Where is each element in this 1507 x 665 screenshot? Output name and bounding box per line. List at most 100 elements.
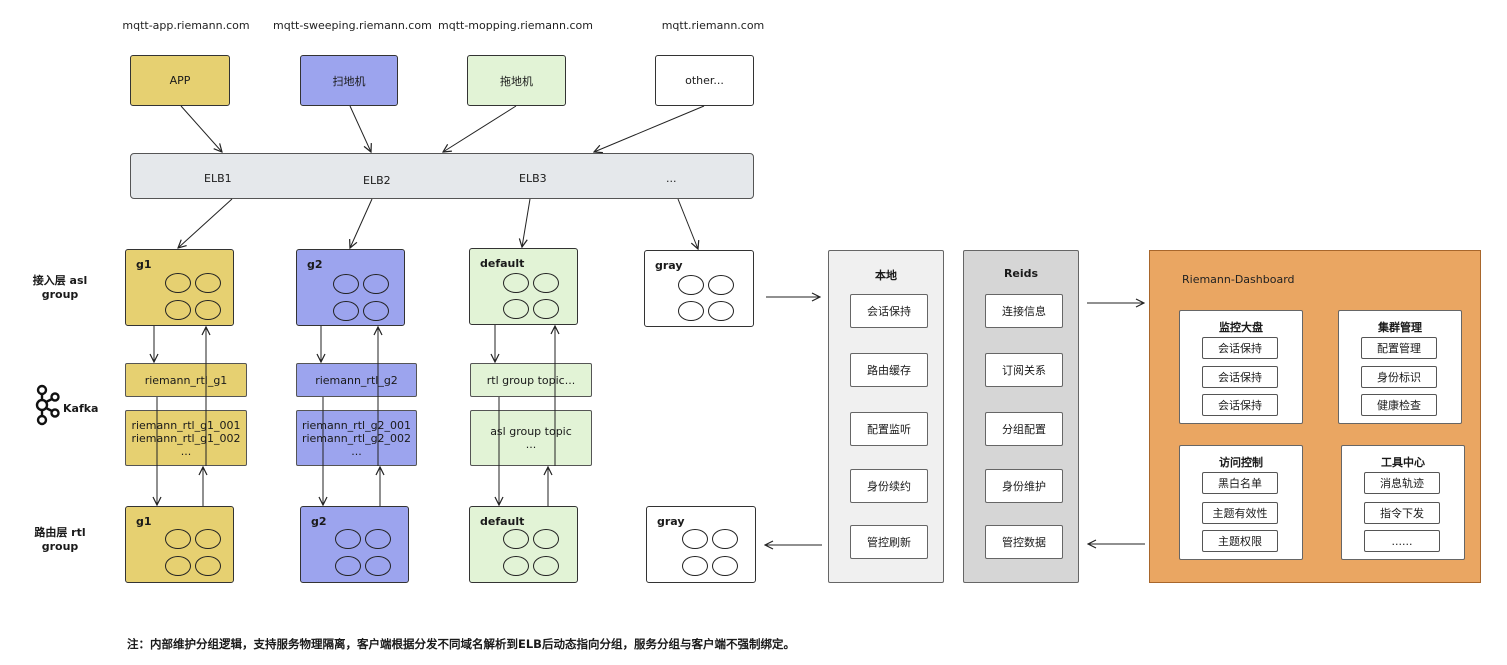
card-item: 消息轨迹 <box>1364 472 1440 494</box>
domain-label-sweeping: mqtt-sweeping.riemann.com <box>273 19 432 32</box>
topic-line: riemann_rtl_g1_002 <box>131 431 241 445</box>
routing-group-gray: gray <box>646 506 756 583</box>
riemann-dashboard: Riemann-Dashboard 监控大盘 会话保持 会话保持 会话保持 集群… <box>1149 250 1481 583</box>
topic-label: riemann_rtl_g1 <box>144 373 228 387</box>
card-item: ...... <box>1364 530 1440 552</box>
access-group-gray: gray <box>644 250 754 327</box>
instance-circle <box>533 556 559 576</box>
card-cluster: 集群管理 配置管理 身份标识 健康检查 <box>1338 310 1462 424</box>
instance-circle <box>165 300 191 320</box>
instance-circle <box>503 556 529 576</box>
card-item: 主题有效性 <box>1202 502 1278 524</box>
instance-circle <box>712 556 738 576</box>
domain-label-mopping: mqtt-mopping.riemann.com <box>438 19 593 32</box>
group-name: g2 <box>307 258 323 271</box>
panel-item: 订阅关系 <box>985 353 1063 387</box>
card-item: 黑白名单 <box>1202 472 1278 494</box>
instance-circle <box>365 529 391 549</box>
kafka-topic-list-g1: riemann_rtl_g1_001 riemann_rtl_g1_002 ..… <box>125 410 247 466</box>
kafka-topic-list-default: asl group topic ... <box>470 410 592 466</box>
card-item: 主题权限 <box>1202 530 1278 552</box>
card-item: 健康检查 <box>1361 394 1437 416</box>
group-name: default <box>480 257 525 270</box>
panel-item: 身份续约 <box>850 469 928 503</box>
card-title: 访问控制 <box>1219 456 1263 469</box>
instance-circle <box>712 529 738 549</box>
card-item: 会话保持 <box>1202 366 1278 388</box>
elb-label-3: ELB3 <box>519 172 547 185</box>
kafka-group-topic-g2: riemann_rtl_g2 <box>296 363 417 397</box>
access-group-g2: g2 <box>296 249 405 326</box>
row-label-access: 接入层 asl group <box>32 274 88 301</box>
client-label: 扫地机 <box>332 74 366 88</box>
redis-panel: Reids 连接信息 订阅关系 分组配置 身份维护 管控数据 <box>963 250 1079 583</box>
instance-circle <box>335 556 361 576</box>
card-item: 会话保持 <box>1202 394 1278 416</box>
domain-label-other: mqtt.riemann.com <box>661 19 765 32</box>
client-other: other... <box>655 55 754 106</box>
group-name: gray <box>657 515 685 528</box>
instance-circle <box>708 275 734 295</box>
kafka-topic-list-g2: riemann_rtl_g2_001 riemann_rtl_g2_002 ..… <box>296 410 417 466</box>
elb-bar <box>130 153 754 199</box>
instance-circle <box>365 556 391 576</box>
access-group-g1: g1 <box>125 249 234 326</box>
client-sweeping: 扫地机 <box>300 55 398 106</box>
card-item: 配置管理 <box>1361 337 1437 359</box>
instance-circle <box>195 556 221 576</box>
instance-circle <box>363 274 389 294</box>
arrow-elb-to-gray <box>677 198 698 249</box>
panel-title: Reids <box>1003 267 1039 280</box>
topic-line: ... <box>180 444 192 458</box>
kafka-group-topic-default: rtl group topic... <box>470 363 592 397</box>
arrow-other-to-elb <box>594 105 705 152</box>
instance-circle <box>503 529 529 549</box>
panel-item: 管控刷新 <box>850 525 928 559</box>
panel-item: 分组配置 <box>985 412 1063 446</box>
dashboard-title: Riemann-Dashboard <box>1182 273 1295 286</box>
domain-label-app: mqtt-app.riemann.com <box>122 19 250 32</box>
instance-circle <box>678 275 704 295</box>
topic-line: riemann_rtl_g2_002 <box>301 431 412 445</box>
panel-title: 本地 <box>875 269 897 282</box>
topic-line: riemann_rtl_g1_001 <box>131 418 241 432</box>
elb-label-2: ELB2 <box>363 174 391 187</box>
client-mopping: 拖地机 <box>467 55 566 106</box>
local-panel: 本地 会话保持 路由缓存 配置监听 身份续约 管控刷新 <box>828 250 944 583</box>
card-title: 监控大盘 <box>1219 321 1263 334</box>
panel-item: 管控数据 <box>985 525 1063 559</box>
card-item: 身份标识 <box>1361 366 1437 388</box>
kafka-label: Kafka <box>63 402 99 415</box>
instance-circle <box>195 300 221 320</box>
panel-item: 配置监听 <box>850 412 928 446</box>
kafka-icon <box>35 384 60 426</box>
instance-circle <box>165 529 191 549</box>
routing-group-default: default <box>469 506 578 583</box>
card-access-control: 访问控制 黑白名单 主题有效性 主题权限 <box>1179 445 1303 560</box>
panel-item: 会话保持 <box>850 294 928 328</box>
instance-circle <box>335 529 361 549</box>
card-title: 工具中心 <box>1381 456 1425 469</box>
topic-label: riemann_rtl_g2 <box>315 373 398 387</box>
instance-circle <box>708 301 734 321</box>
client-label: APP <box>169 74 191 87</box>
elb-label-1: ELB1 <box>204 172 232 185</box>
topic-line: asl group topic <box>490 425 572 438</box>
access-group-default: default <box>469 248 578 325</box>
instance-circle <box>195 273 221 293</box>
panel-item: 连接信息 <box>985 294 1063 328</box>
footnote: 注：内部维护分组逻辑，支持服务物理隔离，客户端根据分发不同域名解析到ELB后动态… <box>127 637 795 651</box>
instance-circle <box>682 556 708 576</box>
arrow-elb3-to-default <box>522 198 531 247</box>
panel-item: 身份维护 <box>985 469 1063 503</box>
topic-line: ... <box>525 438 537 451</box>
instance-circle <box>533 273 559 293</box>
instance-circle <box>333 301 359 321</box>
routing-group-g2: g2 <box>300 506 409 583</box>
instance-circle <box>503 273 529 293</box>
card-title: 集群管理 <box>1378 321 1422 334</box>
arrow-elb2-to-g2 <box>350 198 373 248</box>
instance-circle <box>165 556 191 576</box>
card-item: 指令下发 <box>1364 502 1440 524</box>
